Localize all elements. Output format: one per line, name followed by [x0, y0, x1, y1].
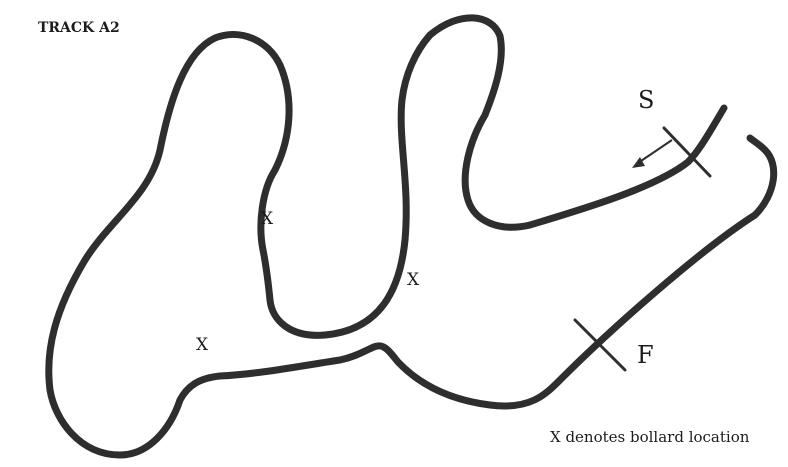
bollard-marker: X — [196, 335, 209, 355]
start-label: S — [638, 86, 654, 114]
track-title: TRACK A2 — [38, 20, 120, 36]
start-direction-arrow — [637, 139, 673, 164]
track-outline — [45, 14, 778, 459]
legend-text: X denotes bollard location — [550, 428, 750, 446]
finish-line — [573, 318, 627, 372]
start-line — [662, 126, 712, 178]
arrow-head-icon — [632, 157, 645, 168]
bollard-marker: X — [261, 209, 274, 229]
finish-label: F — [637, 341, 654, 369]
bollard-marker: X — [407, 270, 420, 290]
